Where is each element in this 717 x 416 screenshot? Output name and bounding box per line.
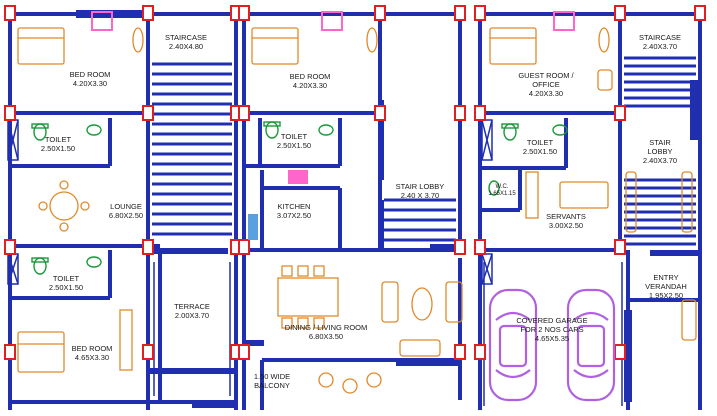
windows xyxy=(7,119,493,285)
kitchen-hob xyxy=(288,170,308,184)
terrace-rails xyxy=(153,262,623,406)
cars xyxy=(488,288,616,402)
staircase-plan-1 xyxy=(152,62,232,236)
door-markers xyxy=(91,11,575,31)
room-label: W.C.1.65X1.15 xyxy=(488,184,516,197)
stair-plan-2 xyxy=(384,198,456,242)
sanitary-fittings xyxy=(31,121,568,275)
water-tank xyxy=(248,214,258,240)
furniture xyxy=(17,27,697,394)
columns xyxy=(4,5,706,360)
